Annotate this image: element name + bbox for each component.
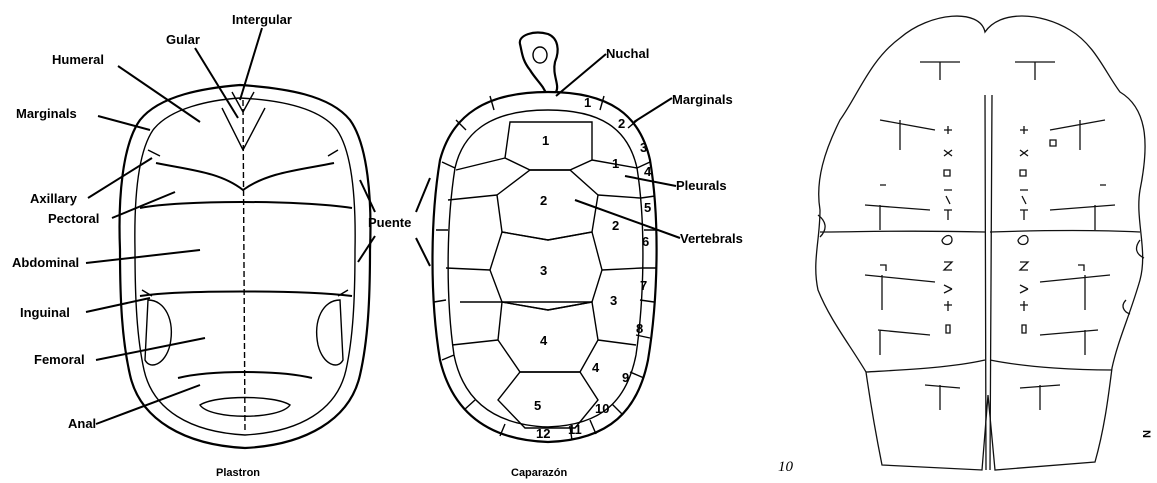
carapace-caption: Caparazón bbox=[511, 467, 568, 479]
marginal-num-3: 3 bbox=[640, 140, 647, 155]
vertebral-num-2: 2 bbox=[540, 193, 547, 208]
label-pleurals: Pleurals bbox=[676, 178, 727, 193]
label-pectoral: Pectoral bbox=[48, 211, 99, 226]
vertebral-num-3: 3 bbox=[540, 263, 547, 278]
oracle-bone-center-seam bbox=[985, 95, 992, 470]
carapace-diagram: 1 2 3 4 5 1 2 3 4 1 2 3 4 5 6 7 8 9 10 1… bbox=[433, 33, 743, 479]
marginal-num-5: 5 bbox=[644, 200, 651, 215]
page-mark: 10 bbox=[778, 459, 794, 475]
label-marginals-plastron: Marginals bbox=[16, 106, 77, 121]
plastron-caption: Plastron bbox=[216, 467, 260, 479]
vertebral-num-5: 5 bbox=[534, 398, 541, 413]
marginal-num-9: 9 bbox=[622, 370, 629, 385]
marginal-num-2: 2 bbox=[618, 116, 625, 131]
label-intergular: Intergular bbox=[232, 12, 292, 27]
marginal-num-8: 8 bbox=[636, 321, 643, 336]
oracle-bone-midline-crack bbox=[820, 231, 1140, 233]
marginal-num-12: 12 bbox=[536, 426, 550, 441]
puente-right-bracket bbox=[416, 178, 430, 266]
marginal-num-7: 7 bbox=[640, 278, 647, 293]
side-caption: N bbox=[1140, 430, 1152, 438]
pleural-num-1: 1 bbox=[612, 156, 619, 171]
oracle-bone-drawing bbox=[816, 16, 1145, 470]
oracle-bone-inscriptions bbox=[880, 126, 1106, 333]
pleural-num-2: 2 bbox=[612, 218, 619, 233]
label-marginals-carapace: Marginals bbox=[672, 92, 733, 107]
pleural-num-3: 3 bbox=[610, 293, 617, 308]
marginal-num-4: 4 bbox=[644, 164, 652, 179]
marginal-num-1: 1 bbox=[584, 95, 591, 110]
oracle-bone-outline bbox=[816, 16, 1145, 470]
plastron-diagram: Intergular Gular Humeral Marginals Axill… bbox=[12, 12, 370, 479]
label-axillary: Axillary bbox=[30, 191, 78, 206]
marginal-num-10: 10 bbox=[595, 401, 609, 416]
label-abdominal: Abdominal bbox=[12, 255, 79, 270]
label-nuchal: Nuchal bbox=[606, 46, 649, 61]
label-femoral: Femoral bbox=[34, 352, 85, 367]
vertebral-num-4: 4 bbox=[540, 333, 548, 348]
label-puente: Puente bbox=[368, 215, 411, 230]
marginal-num-6: 6 bbox=[642, 234, 649, 249]
marginal-num-11: 11 bbox=[568, 422, 582, 437]
label-anal: Anal bbox=[68, 416, 96, 431]
label-inguinal: Inguinal bbox=[20, 305, 70, 320]
vertebral-num-1: 1 bbox=[542, 133, 549, 148]
pleural-num-4: 4 bbox=[592, 360, 600, 375]
label-humeral: Humeral bbox=[52, 52, 104, 67]
oracle-bone-lower-crack bbox=[866, 360, 1112, 372]
label-gular: Gular bbox=[166, 32, 200, 47]
label-vertebrals: Vertebrals bbox=[680, 231, 743, 246]
